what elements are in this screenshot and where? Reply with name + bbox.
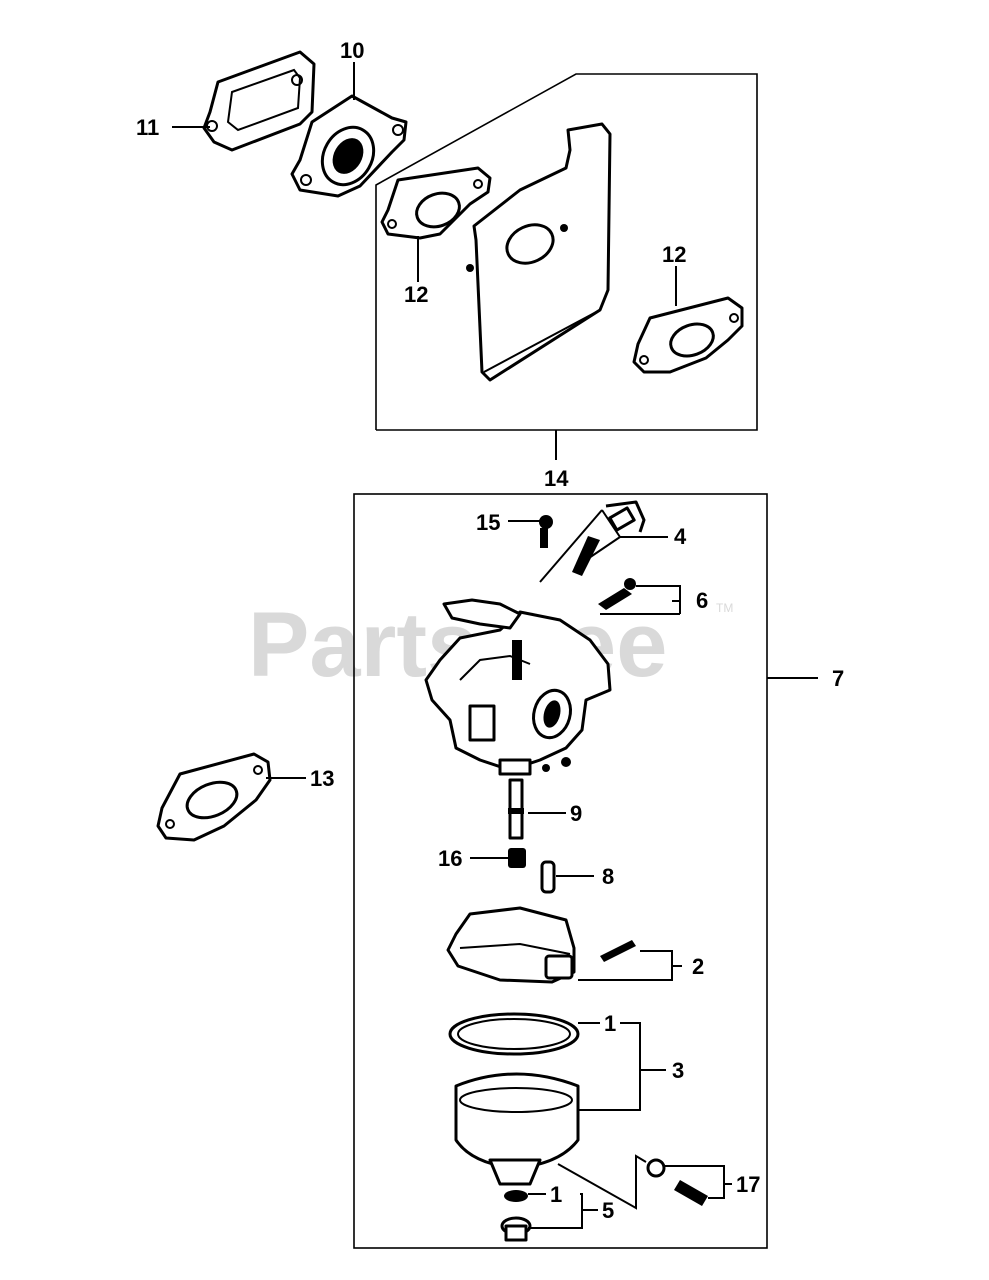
gasket-12-right[interactable] (632, 296, 744, 374)
callout-1-washer: 1 (550, 1182, 562, 1207)
float-2[interactable] (446, 906, 636, 984)
screw-4a[interactable] (572, 536, 600, 576)
choke-parts-4[interactable] (605, 500, 646, 533)
kit-box-14 (375, 73, 758, 460)
callout-labels: 11 10 12 12 14 13 15 4 6 7 9 16 8 2 1 3 … (136, 38, 844, 1223)
callout-2: 2 (692, 954, 704, 979)
jet-16[interactable] (508, 848, 526, 868)
callout-5: 5 (602, 1198, 614, 1223)
watermark-trademark: TM (716, 601, 733, 615)
callout-13: 13 (310, 766, 334, 791)
callout-10: 10 (340, 38, 364, 63)
gasket-11[interactable] (202, 50, 316, 152)
callout-9: 9 (570, 801, 582, 826)
carburetor-body[interactable] (424, 598, 612, 776)
callout-6: 6 (696, 588, 708, 613)
nozzle-9[interactable] (508, 778, 524, 840)
callout-1-ring: 1 (604, 1011, 616, 1036)
callout-7: 7 (832, 666, 844, 691)
float-bowl-3[interactable] (454, 1072, 580, 1186)
callout-12-left: 12 (404, 282, 428, 307)
drain-bolt-5[interactable] (500, 1216, 532, 1242)
screw-6[interactable] (598, 578, 636, 610)
callout-4: 4 (674, 524, 687, 549)
heat-shield-plate[interactable] (466, 122, 612, 382)
callout-15: 15 (476, 510, 500, 535)
callout-12-right: 12 (662, 242, 686, 267)
callout-14: 14 (544, 466, 569, 491)
gasket-ring-1[interactable] (448, 1012, 580, 1056)
callout-3: 3 (672, 1058, 684, 1083)
callout-8: 8 (602, 864, 614, 889)
gasket-13[interactable] (156, 752, 272, 842)
callout-17: 17 (736, 1172, 760, 1197)
screw-15[interactable] (539, 515, 553, 548)
callout-11: 11 (136, 115, 159, 140)
carburetor-box-7 (353, 493, 768, 1249)
callout-16: 16 (438, 846, 462, 871)
drain-washer-1[interactable] (504, 1190, 528, 1202)
float-pin-8[interactable] (540, 860, 556, 894)
screw-17[interactable] (646, 1158, 708, 1206)
gasket-12-left[interactable] (380, 166, 492, 240)
insulator-10[interactable] (290, 94, 408, 198)
leader-lines (172, 62, 818, 1229)
